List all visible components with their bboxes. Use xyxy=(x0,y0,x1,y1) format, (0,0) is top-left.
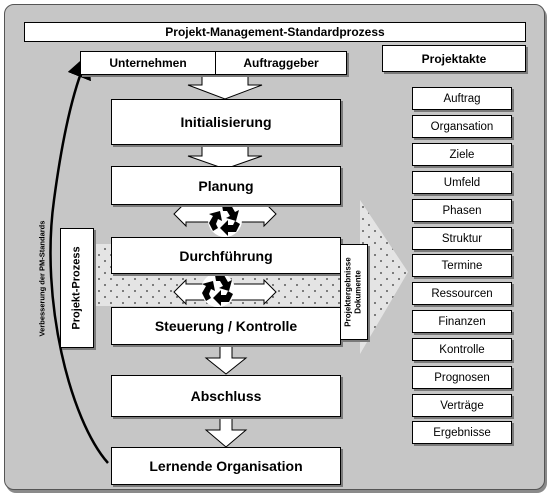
process-label-box xyxy=(60,228,94,348)
arrow-down-2 xyxy=(187,145,263,170)
arrow-down-3 xyxy=(204,344,248,375)
document-phasen: Phasen xyxy=(412,199,512,222)
page-title: Projekt-Management-Standardprozess xyxy=(165,25,385,39)
document-ergebnisse: Ergebnisse xyxy=(412,421,512,444)
document-kontrolle: Kontrolle xyxy=(412,338,512,361)
stakeholder-auftraggeber: Auftraggeber xyxy=(215,51,347,75)
process-label: Projekt-Prozess xyxy=(71,246,83,330)
process-flow-arrow xyxy=(62,200,408,354)
phase-durchfuehrung: Durchführung xyxy=(111,237,341,274)
document-struktur: Struktur xyxy=(412,227,512,250)
document-finanzen: Finanzen xyxy=(412,310,512,333)
document-prognosen: Prognosen xyxy=(412,366,512,389)
phase-abschluss: Abschluss xyxy=(111,375,341,417)
output-label-box xyxy=(340,244,368,340)
recycle-icon xyxy=(201,273,235,307)
document-ressourcen: Ressourcen xyxy=(412,282,512,305)
phase-initialisierung: Initialisierung xyxy=(111,99,341,145)
feedback-label: Verbesserung der PM-Standards xyxy=(37,220,47,336)
document-organsation: Organsation xyxy=(412,115,512,138)
document-vertraege: Verträge xyxy=(412,394,512,417)
document-umfeld: Umfeld xyxy=(412,171,512,194)
arrow-down-1 xyxy=(187,73,263,100)
projektakte-title: Projektakte xyxy=(382,45,526,72)
stakeholder-unternehmen: Unternehmen xyxy=(80,51,216,75)
recycle-icon xyxy=(208,203,242,237)
document-ziele: Ziele xyxy=(412,143,512,166)
output-label: Projektergebnisse Dokumente xyxy=(344,257,363,327)
document-termine: Termine xyxy=(412,254,512,277)
title-bar: Projekt-Management-Standardprozess xyxy=(24,22,526,42)
phase-steuerung-kontrolle: Steuerung / Kontrolle xyxy=(111,307,341,345)
arrow-down-4 xyxy=(204,416,248,448)
phase-planung: Planung xyxy=(111,166,341,205)
feedback-arrow xyxy=(49,53,109,464)
phase-lernende-organisation: Lernende Organisation xyxy=(111,447,341,485)
document-auftrag: Auftrag xyxy=(412,87,512,110)
